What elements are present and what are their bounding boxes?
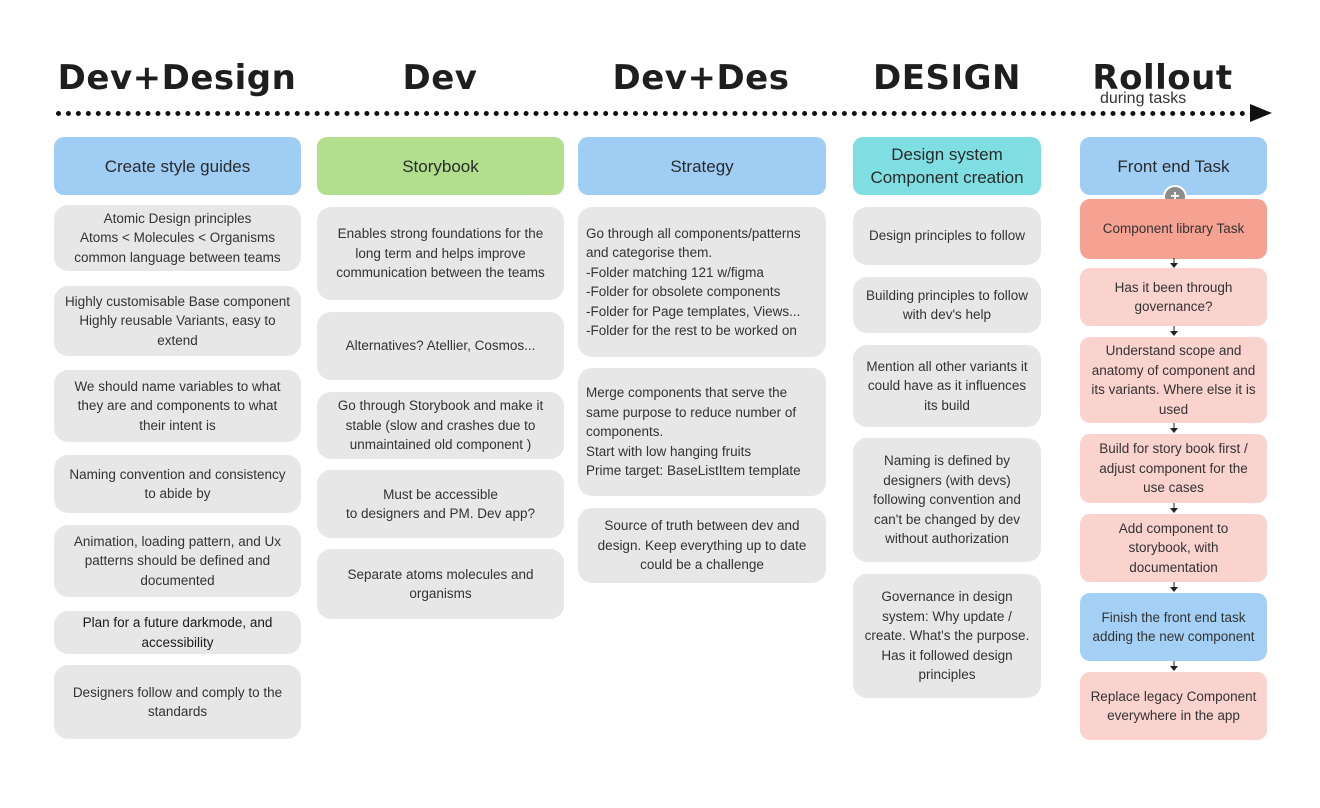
header-front-end-task: Front end Task [1080,137,1267,195]
card-separate-atoms: Separate atoms molecules and organisms [317,549,564,619]
arrow-down-icon [1170,258,1178,268]
card-designers-follow: Designers follow and comply to the stand… [54,665,301,739]
step-governance-check: Has it been through governance? [1080,268,1267,326]
timeline-dotted-line [56,111,1256,116]
arrow-down-icon [1170,661,1178,671]
card-darkmode: Plan for a future darkmode, and accessib… [54,611,301,654]
card-naming-defined: Naming is defined by designers (with dev… [853,438,1041,562]
card-go-through-components: Go through all components/patterns and c… [578,207,826,357]
step-understand-scope: Understand scope and anatomy of componen… [1080,337,1267,423]
card-design-principles: Design principles to follow [853,207,1041,265]
card-mention-variants: Mention all other variants it could have… [853,345,1041,427]
card-building-principles: Building principles to follow with dev's… [853,277,1041,333]
card-naming-variables: We should name variables to what they ar… [54,370,301,442]
header-create-style-guides: Create style guides [54,137,301,195]
arrow-down-icon [1170,423,1178,433]
card-atomic-design: Atomic Design principles Atoms < Molecul… [54,205,301,271]
column-title-design: DESIGN [873,58,1021,98]
rollout-subtitle: during tasks [1100,90,1187,107]
card-naming-convention: Naming convention and consistency to abi… [54,455,301,513]
timeline-arrow-icon [1250,104,1272,122]
step-add-component: Add component to storybook, with documen… [1080,514,1267,582]
arrow-down-icon [1170,503,1178,513]
header-strategy: Strategy [578,137,826,195]
step-build-storybook: Build for story book first / adjust comp… [1080,434,1267,503]
arrow-down-icon [1170,326,1178,336]
card-base-component: Highly customisable Base component Highl… [54,286,301,356]
card-alternatives: Alternatives? Atellier, Cosmos... [317,312,564,380]
card-strong-foundations: Enables strong foundations for the long … [317,207,564,300]
column-title-rollout: Rollout [1092,58,1233,98]
card-animation-patterns: Animation, loading pattern, and Ux patte… [54,525,301,597]
card-governance: Governance in design system: Why update … [853,574,1041,698]
arrow-down-icon [1170,582,1178,592]
step-replace-legacy: Replace legacy Component everywhere in t… [1080,672,1267,740]
column-title-dev-des: Dev+Des [612,58,790,98]
card-accessible: Must be accessible to designers and PM. … [317,470,564,538]
step-component-library-task: Component library Task [1080,199,1267,259]
header-design-system: Design system Component creation [853,137,1041,195]
card-merge-components: Merge components that serve the same pur… [578,368,826,496]
step-finish-front-end: Finish the front end task adding the new… [1080,593,1267,661]
column-title-dev: Dev [402,58,478,98]
header-storybook: Storybook [317,137,564,195]
column-title-dev-design: Dev+Design [57,58,297,98]
card-stable-storybook: Go through Storybook and make it stable … [317,392,564,459]
card-source-of-truth: Source of truth between dev and design. … [578,508,826,583]
